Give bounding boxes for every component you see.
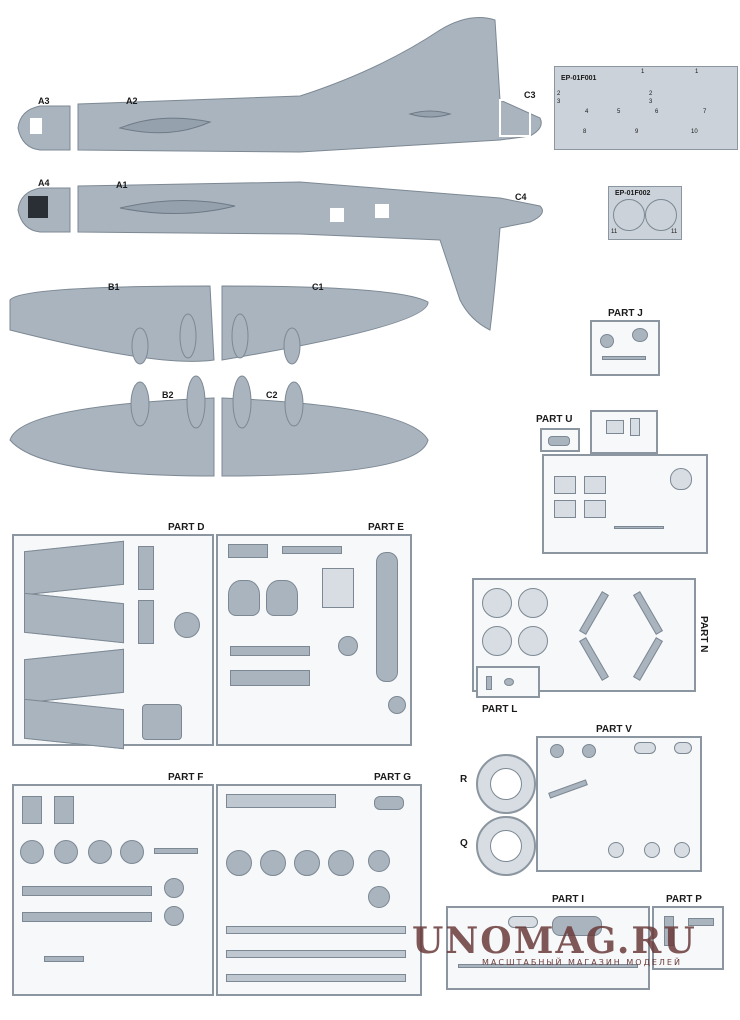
part-i-label: PART I — [552, 894, 585, 905]
sprue-part-j — [590, 320, 660, 376]
pe-num: 3 — [557, 99, 561, 105]
pe-num: 11 — [611, 229, 618, 235]
pe-num: 10 — [691, 129, 698, 135]
pe-num: 3 — [649, 99, 653, 105]
pe-disc — [613, 199, 645, 231]
watermark-main: UNOMAG.RU — [412, 920, 697, 962]
part-l-label: PART L — [482, 704, 518, 715]
label-c3: C3 — [524, 90, 536, 100]
sprue-part-e — [216, 534, 412, 746]
part-v-label: PART V — [596, 724, 632, 735]
sprue-part-u-top — [590, 410, 658, 454]
pe-disc — [645, 199, 677, 231]
pe-num: 4 — [585, 109, 589, 115]
pe-num: 9 — [635, 129, 639, 135]
sprue-part-u — [542, 454, 708, 554]
clear-turret-r — [476, 754, 536, 814]
photo-etch-fret-1: EP-01F001 1 1 2 3 2 3 4 5 6 7 8 9 10 — [554, 66, 738, 150]
sprue-part-g — [216, 784, 422, 996]
sprue-part-v — [536, 736, 702, 872]
part-u-label: PART U — [536, 414, 573, 425]
label-a3: A3 — [38, 96, 50, 106]
watermark-sub: МАСШТАБНЫЙ МАГАЗИН МОДЕЛЕЙ — [482, 958, 682, 967]
pe-num: 7 — [703, 109, 707, 115]
part-n-label: PART N — [698, 616, 709, 653]
pe-num: 5 — [617, 109, 621, 115]
pe-num: 8 — [583, 129, 587, 135]
label-b2: B2 — [162, 390, 174, 400]
label-c2: C2 — [266, 390, 278, 400]
part-f-label: PART F — [168, 772, 204, 783]
pe-num: 6 — [655, 109, 659, 115]
part-j-label: PART J — [608, 308, 643, 319]
sprue-part-p — [652, 906, 724, 970]
part-q-label: Q — [460, 838, 468, 849]
pe-num: 2 — [557, 91, 561, 97]
label-a4: A4 — [38, 178, 50, 188]
sprue-part-f — [12, 784, 214, 996]
pe-num: 2 — [649, 91, 653, 97]
sprue-part-d — [12, 534, 214, 750]
part-d-label: PART D — [168, 522, 205, 533]
label-a1: A1 — [116, 180, 128, 190]
label-c1: C1 — [312, 282, 324, 292]
pe-num: 1 — [695, 69, 699, 75]
fret2-code: EP-01F002 — [615, 190, 651, 197]
part-e-label: PART E — [368, 522, 404, 533]
sprue-part-u-small — [540, 428, 580, 452]
fret1-code: EP-01F001 — [561, 75, 597, 82]
label-c4: C4 — [515, 192, 527, 202]
pe-num: 11 — [671, 229, 678, 235]
label-b1: B1 — [108, 282, 120, 292]
part-p-label: PART P — [666, 894, 702, 905]
part-r-label: R — [460, 774, 468, 785]
sprue-part-l — [476, 666, 540, 698]
sprue-part-i — [446, 906, 650, 990]
label-a2: A2 — [126, 96, 138, 106]
part-g-label: PART G — [374, 772, 412, 783]
photo-etch-fret-2: EP-01F002 11 11 — [608, 186, 682, 240]
clear-turret-q — [476, 816, 536, 876]
pe-num: 1 — [641, 69, 645, 75]
